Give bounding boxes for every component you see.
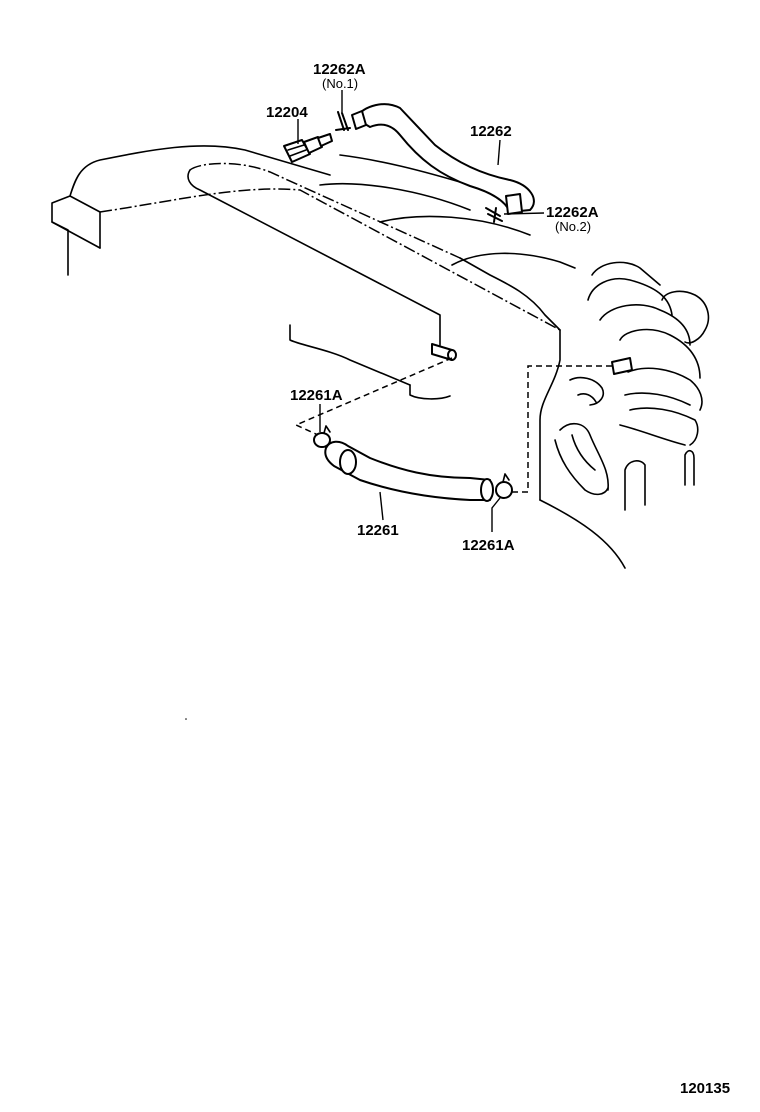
hose-clamp-12261A-right [495,473,513,499]
label-12262A-no2-note: (No.2) [555,219,591,234]
figure-number: 120135 [680,1080,730,1097]
label-12262A-no1: 12262A [313,61,366,78]
stray-dot [185,718,187,720]
label-12262A-no2: 12262A [546,204,599,221]
label-12262A-no1-note: (No.1) [322,76,358,91]
label-12262: 12262 [470,123,512,140]
head-outlet-pipe [431,343,457,361]
hose-clip-12262A-no1 [335,111,351,131]
hose-clip-12262A-no2 [485,207,503,223]
hose-clamp-12261A-left [313,425,331,448]
label-12261: 12261 [357,522,399,539]
label-12204: 12204 [266,104,308,121]
leader-lines [297,90,545,532]
ventilation-hose-12262 [351,103,535,215]
label-12261A-right: 12261A [462,537,515,554]
engine-outline [51,145,626,569]
throttle-body [554,261,710,511]
ventilation-hose-12261 [324,440,494,502]
routing-lines [294,357,612,493]
label-12261A-left: 12261A [290,387,343,404]
pcv-valve-12204 [283,133,333,163]
